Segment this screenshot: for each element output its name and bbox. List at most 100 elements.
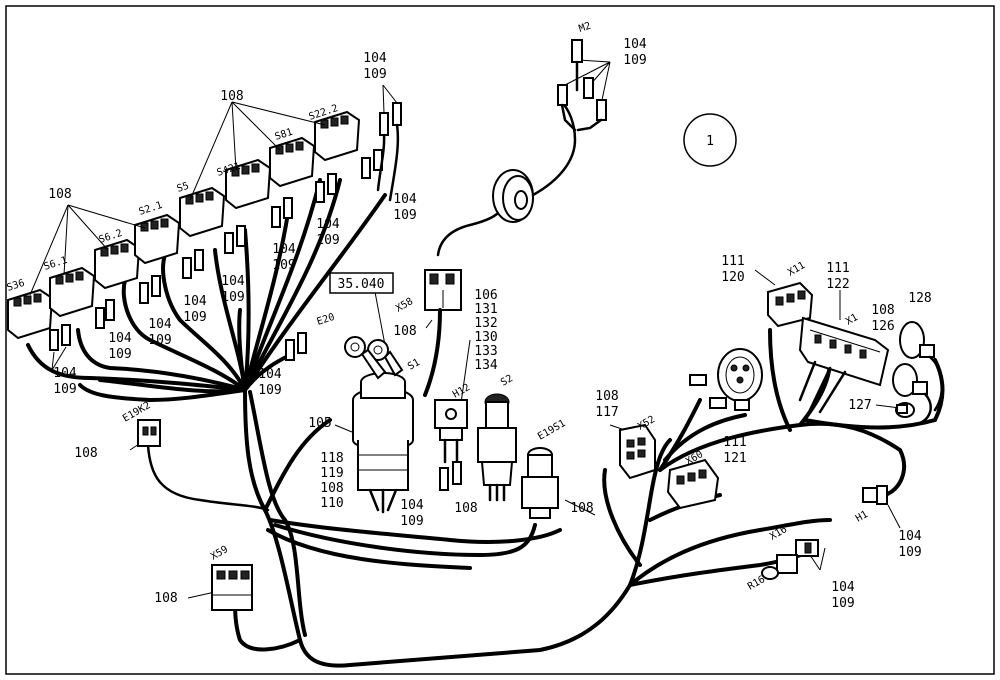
- label-104-x16: 104: [831, 580, 855, 595]
- connector-s5: [179, 186, 226, 238]
- label-s81: S81: [274, 127, 295, 143]
- label-134: 134: [474, 358, 498, 373]
- connector-e19k2: [137, 419, 161, 447]
- label-126: 126: [871, 319, 894, 334]
- label-105: 105: [308, 416, 331, 431]
- label-s6-1: S6.1: [43, 255, 69, 273]
- reference-box: 35.040: [329, 272, 394, 294]
- label-109-a: 109: [363, 67, 386, 82]
- connector-x52: [619, 423, 656, 480]
- switch-connectors: [7, 110, 361, 340]
- callout-circle-label: 1: [706, 134, 714, 149]
- label-108-left: 108: [48, 187, 71, 202]
- label-108-sw: 108: [320, 481, 343, 496]
- label-104-f: 104: [183, 294, 207, 309]
- label-s1: S1: [406, 357, 422, 373]
- connector-s2-1: [134, 213, 181, 265]
- label-s5: S5: [176, 181, 191, 195]
- label-108-top: 108: [220, 89, 243, 104]
- label-118: 118: [320, 451, 343, 466]
- label-109-h: 109: [108, 347, 131, 362]
- label-127: 127: [848, 398, 871, 413]
- connector-s6-1: [49, 266, 96, 318]
- label-111-x1: 111: [826, 261, 849, 276]
- label-109-j: 109: [258, 383, 281, 398]
- label-109-k: 109: [623, 53, 646, 68]
- connector-127: [895, 402, 915, 418]
- label-122: 122: [826, 277, 849, 292]
- connector-x16: [761, 539, 819, 580]
- connector-s6-2: [94, 238, 141, 290]
- label-108-r: 108: [871, 303, 894, 318]
- connector-m2: [557, 39, 607, 132]
- label-120: 120: [721, 270, 744, 285]
- label-104-g: 104: [148, 317, 172, 332]
- switch-s2: [477, 393, 517, 502]
- label-m2: M2: [578, 21, 593, 35]
- label-111-x11: 111: [721, 254, 744, 269]
- label-x1: X1: [844, 312, 860, 328]
- connector-h1: [862, 485, 888, 505]
- round-connector: [689, 348, 763, 411]
- label-131: 131: [474, 302, 497, 317]
- label-s2: S2: [499, 373, 515, 389]
- lamp-h12: [434, 399, 468, 491]
- label-e19s1: E19S1: [536, 418, 568, 443]
- label-109-g: 109: [148, 333, 171, 348]
- label-121: 121: [723, 451, 746, 466]
- label-106: 106: [474, 288, 497, 303]
- label-133: 133: [474, 344, 497, 359]
- label-s2-1: S2.1: [138, 200, 164, 218]
- grommet: [492, 98, 577, 223]
- connector-x1: [798, 316, 890, 414]
- label-104-b: 104: [393, 192, 417, 207]
- label-109-x16: 109: [831, 596, 854, 611]
- label-111-x60: 111: [723, 435, 746, 450]
- label-109-s: 109: [400, 514, 423, 529]
- reference-box-label: 35.040: [338, 277, 385, 292]
- label-117: 117: [595, 405, 618, 420]
- connector-x11: [767, 281, 814, 328]
- label-108-x58: 108: [393, 324, 416, 339]
- label-119: 119: [320, 466, 343, 481]
- label-109-e: 109: [221, 290, 244, 305]
- label-104-j: 104: [258, 367, 282, 382]
- connector-s81: [269, 136, 316, 188]
- ignition-switch-s1: [344, 336, 414, 514]
- callout-circle: 1: [683, 113, 737, 167]
- label-108-e19k2: 108: [74, 446, 97, 461]
- label-104-c: 104: [316, 217, 340, 232]
- label-128: 128: [908, 291, 931, 306]
- label-109-i: 109: [53, 382, 76, 397]
- label-109-f: 109: [183, 310, 206, 325]
- connector-s22-2: [314, 110, 361, 162]
- label-x11: X11: [786, 260, 807, 279]
- label-104-d: 104: [272, 242, 296, 257]
- label-x59: X59: [209, 544, 230, 563]
- frame-border: [5, 5, 995, 675]
- label-104-i: 104: [53, 366, 77, 381]
- label-104-e: 104: [221, 274, 245, 289]
- label-104-h1: 104: [898, 529, 922, 544]
- label-104-k: 104: [623, 37, 647, 52]
- label-109-d: 109: [272, 258, 295, 273]
- label-h1: H1: [854, 509, 870, 525]
- label-108-s2: 108: [454, 501, 477, 516]
- label-108-x59: 108: [154, 591, 177, 606]
- label-104-a: 104: [363, 51, 387, 66]
- label-e20: E20: [316, 312, 337, 328]
- label-104-s: 104: [400, 498, 424, 513]
- upper-left-branches: [26, 178, 387, 403]
- sensor-e19s1: [521, 447, 559, 519]
- relay-bulbs: [892, 321, 944, 427]
- label-108-e19: 108: [570, 501, 593, 516]
- terminal-pairs: [49, 102, 402, 361]
- label-104-h: 104: [108, 331, 132, 346]
- leader-lines: [29, 59, 901, 599]
- connector-x59: [211, 564, 253, 611]
- label-s36: S36: [6, 278, 27, 294]
- label-110: 110: [320, 496, 343, 511]
- label-132: 132: [474, 316, 497, 331]
